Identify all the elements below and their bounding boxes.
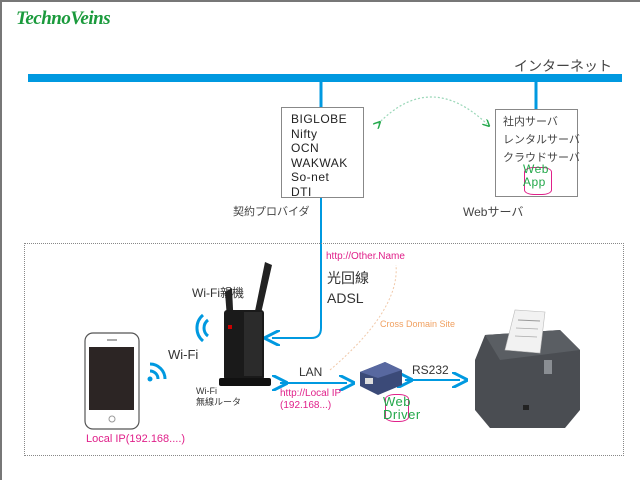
- isp-item: WAKWAK: [291, 155, 348, 170]
- webserver-box: [495, 109, 578, 197]
- isp-box: [281, 107, 364, 198]
- technoveins-logo: TechnoVeins: [16, 8, 111, 29]
- webdriver-line2: Driver: [383, 407, 421, 422]
- isp-item: So-net: [291, 170, 330, 184]
- cross-domain-curve: [329, 264, 397, 371]
- cross-domain-label: Cross Domain Site: [380, 319, 456, 329]
- local-ip-url-2: (192.168...): [280, 400, 332, 411]
- local-network-area: [24, 243, 624, 456]
- webserver-list: 社内サーバ レンタルサーバ クラウドサーバ: [503, 113, 580, 167]
- webapp-line1: Web: [523, 162, 549, 176]
- line-type-adsl: ADSL: [327, 290, 364, 306]
- isp-item: OCN: [291, 141, 320, 155]
- internet-backbone: [28, 74, 622, 82]
- router-caption-2: 無線ルータ: [196, 397, 242, 407]
- router-caption: Wi-Fi 無線ルータ: [196, 386, 241, 408]
- webserver-caption: Webサーバ: [463, 205, 524, 219]
- webserver-item: レンタルサーバ: [503, 134, 580, 146]
- internet-label: インターネット: [514, 58, 612, 74]
- isp-caption: 契約プロバイダ: [233, 206, 310, 218]
- webapp-cylinder-icon: [524, 167, 552, 195]
- router-caption-1: Wi-Fi: [196, 386, 217, 396]
- rs232-label: RS232: [412, 363, 449, 377]
- webserver-item: 社内サーバ: [503, 116, 558, 128]
- line-type-fiber: 光回線: [327, 270, 369, 286]
- webserver-item: クラウドサーバ: [503, 152, 580, 164]
- local-ip-url: http://Local IP (192.168...): [280, 388, 341, 412]
- isp-item: DTI: [291, 184, 312, 199]
- webdriver-line1: Web: [383, 394, 411, 409]
- isp-webserver-arc: [378, 96, 487, 124]
- isp-router-line: [272, 198, 322, 338]
- isp-item: Nifty: [291, 126, 318, 141]
- webdriver-cylinder-icon: [385, 394, 409, 422]
- isp-list: BIGLOBE Nifty OCN WAKWAK So-net DTI: [291, 112, 348, 199]
- isp-item: BIGLOBE: [291, 112, 348, 126]
- webapp-line2: App: [523, 175, 546, 189]
- phone-ip-label: Local IP(192.168....): [86, 433, 186, 445]
- local-ip-url-1: http://Local IP: [280, 388, 342, 399]
- webapp-label: Web App: [523, 163, 549, 189]
- webdriver-label: Web Driver: [383, 395, 421, 421]
- other-name-url: http://Other.Name: [326, 251, 405, 262]
- wifi-label: Wi-Fi: [168, 347, 199, 362]
- lan-label: LAN: [299, 365, 323, 379]
